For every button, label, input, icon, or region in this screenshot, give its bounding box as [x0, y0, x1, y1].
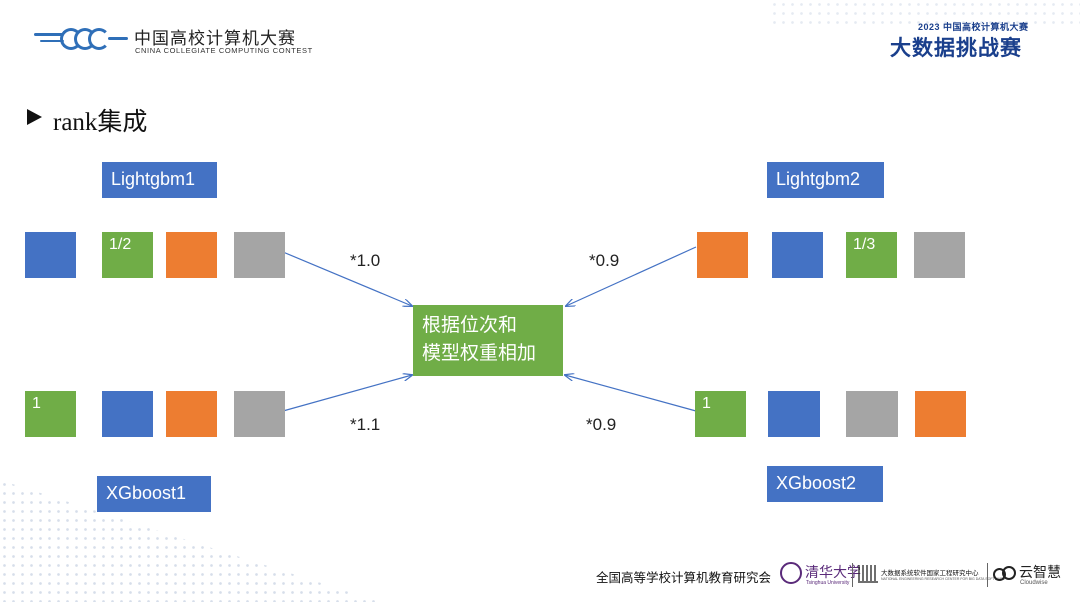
footer-research-center: 大数据系统软件国家工程研究中心 [881, 570, 979, 577]
model-label-lightgbm1: Lightgbm1 [102, 162, 217, 198]
model-label-xgboost2: XGboost2 [767, 466, 883, 502]
weight-xgboost2: *0.9 [586, 415, 617, 434]
tsinghua-seal-icon [780, 562, 802, 584]
rank-cell-xgboost2-3 [846, 391, 898, 437]
rank-cell-lightgbm1-1 [25, 232, 76, 278]
cloudwise-logo-icon [993, 566, 1017, 582]
contest-name-cn: 中国高校计算机大赛 [134, 29, 296, 49]
slide-heading: rank集成 [53, 109, 148, 136]
rank-cell-xgboost1-2 [102, 391, 153, 437]
arrow-xgboost2 [565, 375, 697, 412]
logo-wings-icon-2 [40, 40, 64, 42]
event-subtitle: 2023 中国高校计算机大赛 [918, 22, 1029, 32]
model-label-xgboost1: XGboost1 [97, 476, 211, 512]
ensemble-sum-line2: 模型权重相加 [422, 342, 537, 364]
rank-cell-lightgbm2-2 [772, 232, 823, 278]
arrow-lightgbm1 [282, 251, 412, 306]
ensemble-sum-line1: 根据位次和 [422, 314, 518, 336]
footer-cloudwise-en: Cloudwise [1020, 580, 1048, 586]
rank-cell-lightgbm2-1 [697, 232, 748, 278]
decor-dots-top-right [770, 0, 1080, 30]
logo-c-icon-3 [88, 28, 110, 50]
ensemble-sum-box: 根据位次和 模型权重相加 [413, 305, 563, 376]
model-label-lightgbm2: Lightgbm2 [767, 162, 884, 198]
weight-lightgbm2: *0.9 [589, 251, 620, 270]
footer-research-center-en: NATIONAL ENGINEERING RESEARCH CENTER FOR… [881, 577, 1006, 581]
footer-separator-2 [987, 563, 988, 587]
arrow-xgboost1 [282, 375, 412, 412]
logo-c-icon-1 [60, 28, 82, 50]
rank-cell-xgboost2-4 [915, 391, 966, 437]
rank-cell-lightgbm2-3: 1/3 [846, 232, 897, 278]
contest-name-en: CNINA COLLEGIATE COMPUTING CONTEST [135, 46, 313, 55]
rank-cell-xgboost1-3 [166, 391, 217, 437]
bullet-arrow-icon [27, 109, 42, 125]
research-center-logo-icon [858, 565, 878, 583]
weight-lightgbm1: *1.0 [350, 251, 381, 270]
rank-cell-lightgbm1-2: 1/2 [102, 232, 153, 278]
footer-cloudwise: 云智慧 [1019, 565, 1061, 581]
footer-org-name: 全国高等学校计算机教育研究会 [596, 570, 772, 585]
rank-cell-xgboost1-4 [234, 391, 285, 437]
arrow-lightgbm2 [566, 246, 697, 306]
footer-tsinghua: 清华大学 [805, 565, 861, 581]
footer-separator-1 [852, 563, 853, 587]
weight-xgboost1: *1.1 [350, 415, 381, 434]
logo-wings-icon [34, 33, 64, 36]
logo-c-icon-2 [74, 28, 96, 50]
rank-cell-xgboost2-2 [768, 391, 820, 437]
rank-cell-lightgbm1-4 [234, 232, 285, 278]
rank-cell-lightgbm1-3 [166, 232, 217, 278]
rank-cell-xgboost1-1: 1 [25, 391, 76, 437]
footer-tsinghua-en: Tsinghua University [806, 580, 850, 586]
rank-cell-xgboost2-1: 1 [695, 391, 746, 437]
logo-tail-icon [108, 37, 128, 40]
rank-cell-lightgbm2-4 [914, 232, 965, 278]
event-title: 大数据挑战赛 [890, 36, 1022, 60]
